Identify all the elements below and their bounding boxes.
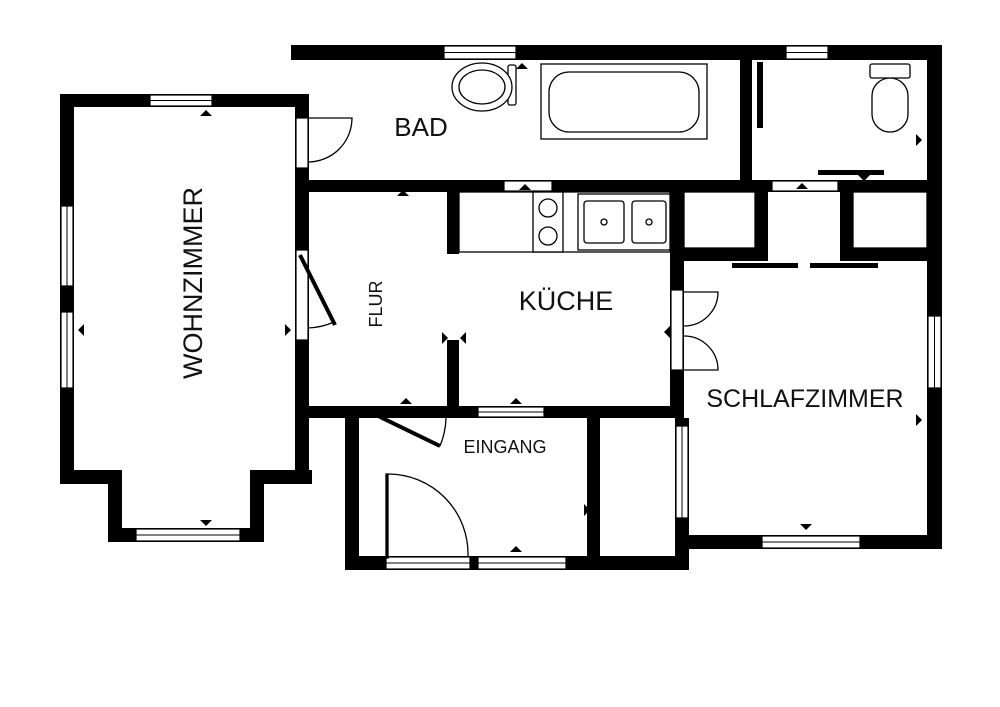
wall bbox=[60, 94, 74, 484]
window-lines bbox=[66, 52, 935, 564]
wall bbox=[587, 418, 600, 556]
room-label-bad: BAD bbox=[394, 112, 447, 142]
wall bbox=[447, 192, 459, 254]
door-arc bbox=[307, 117, 353, 163]
kitchen-counter bbox=[458, 191, 671, 253]
wall bbox=[345, 406, 359, 570]
door-leaf bbox=[298, 254, 337, 326]
wall bbox=[305, 406, 345, 418]
window bbox=[503, 180, 553, 192]
wall bbox=[840, 248, 930, 261]
bathtub-icon bbox=[540, 63, 708, 140]
doors bbox=[298, 117, 719, 559]
wall bbox=[927, 45, 942, 549]
door-arc bbox=[387, 473, 469, 557]
wall bbox=[447, 340, 459, 418]
room-label-eingang: EINGANG bbox=[463, 437, 546, 457]
window bbox=[295, 117, 309, 169]
wall bbox=[840, 180, 853, 261]
door-arc bbox=[307, 321, 335, 329]
room-label-flur: FLUR bbox=[366, 280, 386, 327]
wc-toilet-icon bbox=[869, 63, 911, 133]
door-arc bbox=[683, 335, 719, 371]
wall bbox=[755, 180, 768, 261]
room-label-wohnzimmer: WOHNZIMMER bbox=[178, 187, 208, 379]
entrance-door-leaf bbox=[385, 473, 389, 559]
wall bbox=[291, 45, 942, 60]
cabinet bbox=[852, 191, 928, 249]
closet-bars bbox=[732, 62, 884, 268]
wall bbox=[60, 470, 122, 484]
wall bbox=[740, 60, 752, 180]
door-arc bbox=[683, 291, 719, 327]
door-arc bbox=[439, 417, 447, 447]
wall bbox=[684, 248, 768, 261]
window bbox=[295, 249, 309, 341]
room-label-kueche: KÜCHE bbox=[519, 286, 614, 316]
cabinet bbox=[683, 191, 756, 249]
markers bbox=[78, 63, 922, 552]
window bbox=[670, 289, 684, 371]
fixtures bbox=[451, 62, 928, 253]
room-label-schlafzimmer: SCHLAFZIMMER bbox=[706, 385, 903, 413]
toilet-icon bbox=[451, 62, 517, 112]
wall bbox=[108, 470, 122, 542]
wall bbox=[250, 470, 264, 542]
door-leaf bbox=[369, 410, 441, 448]
